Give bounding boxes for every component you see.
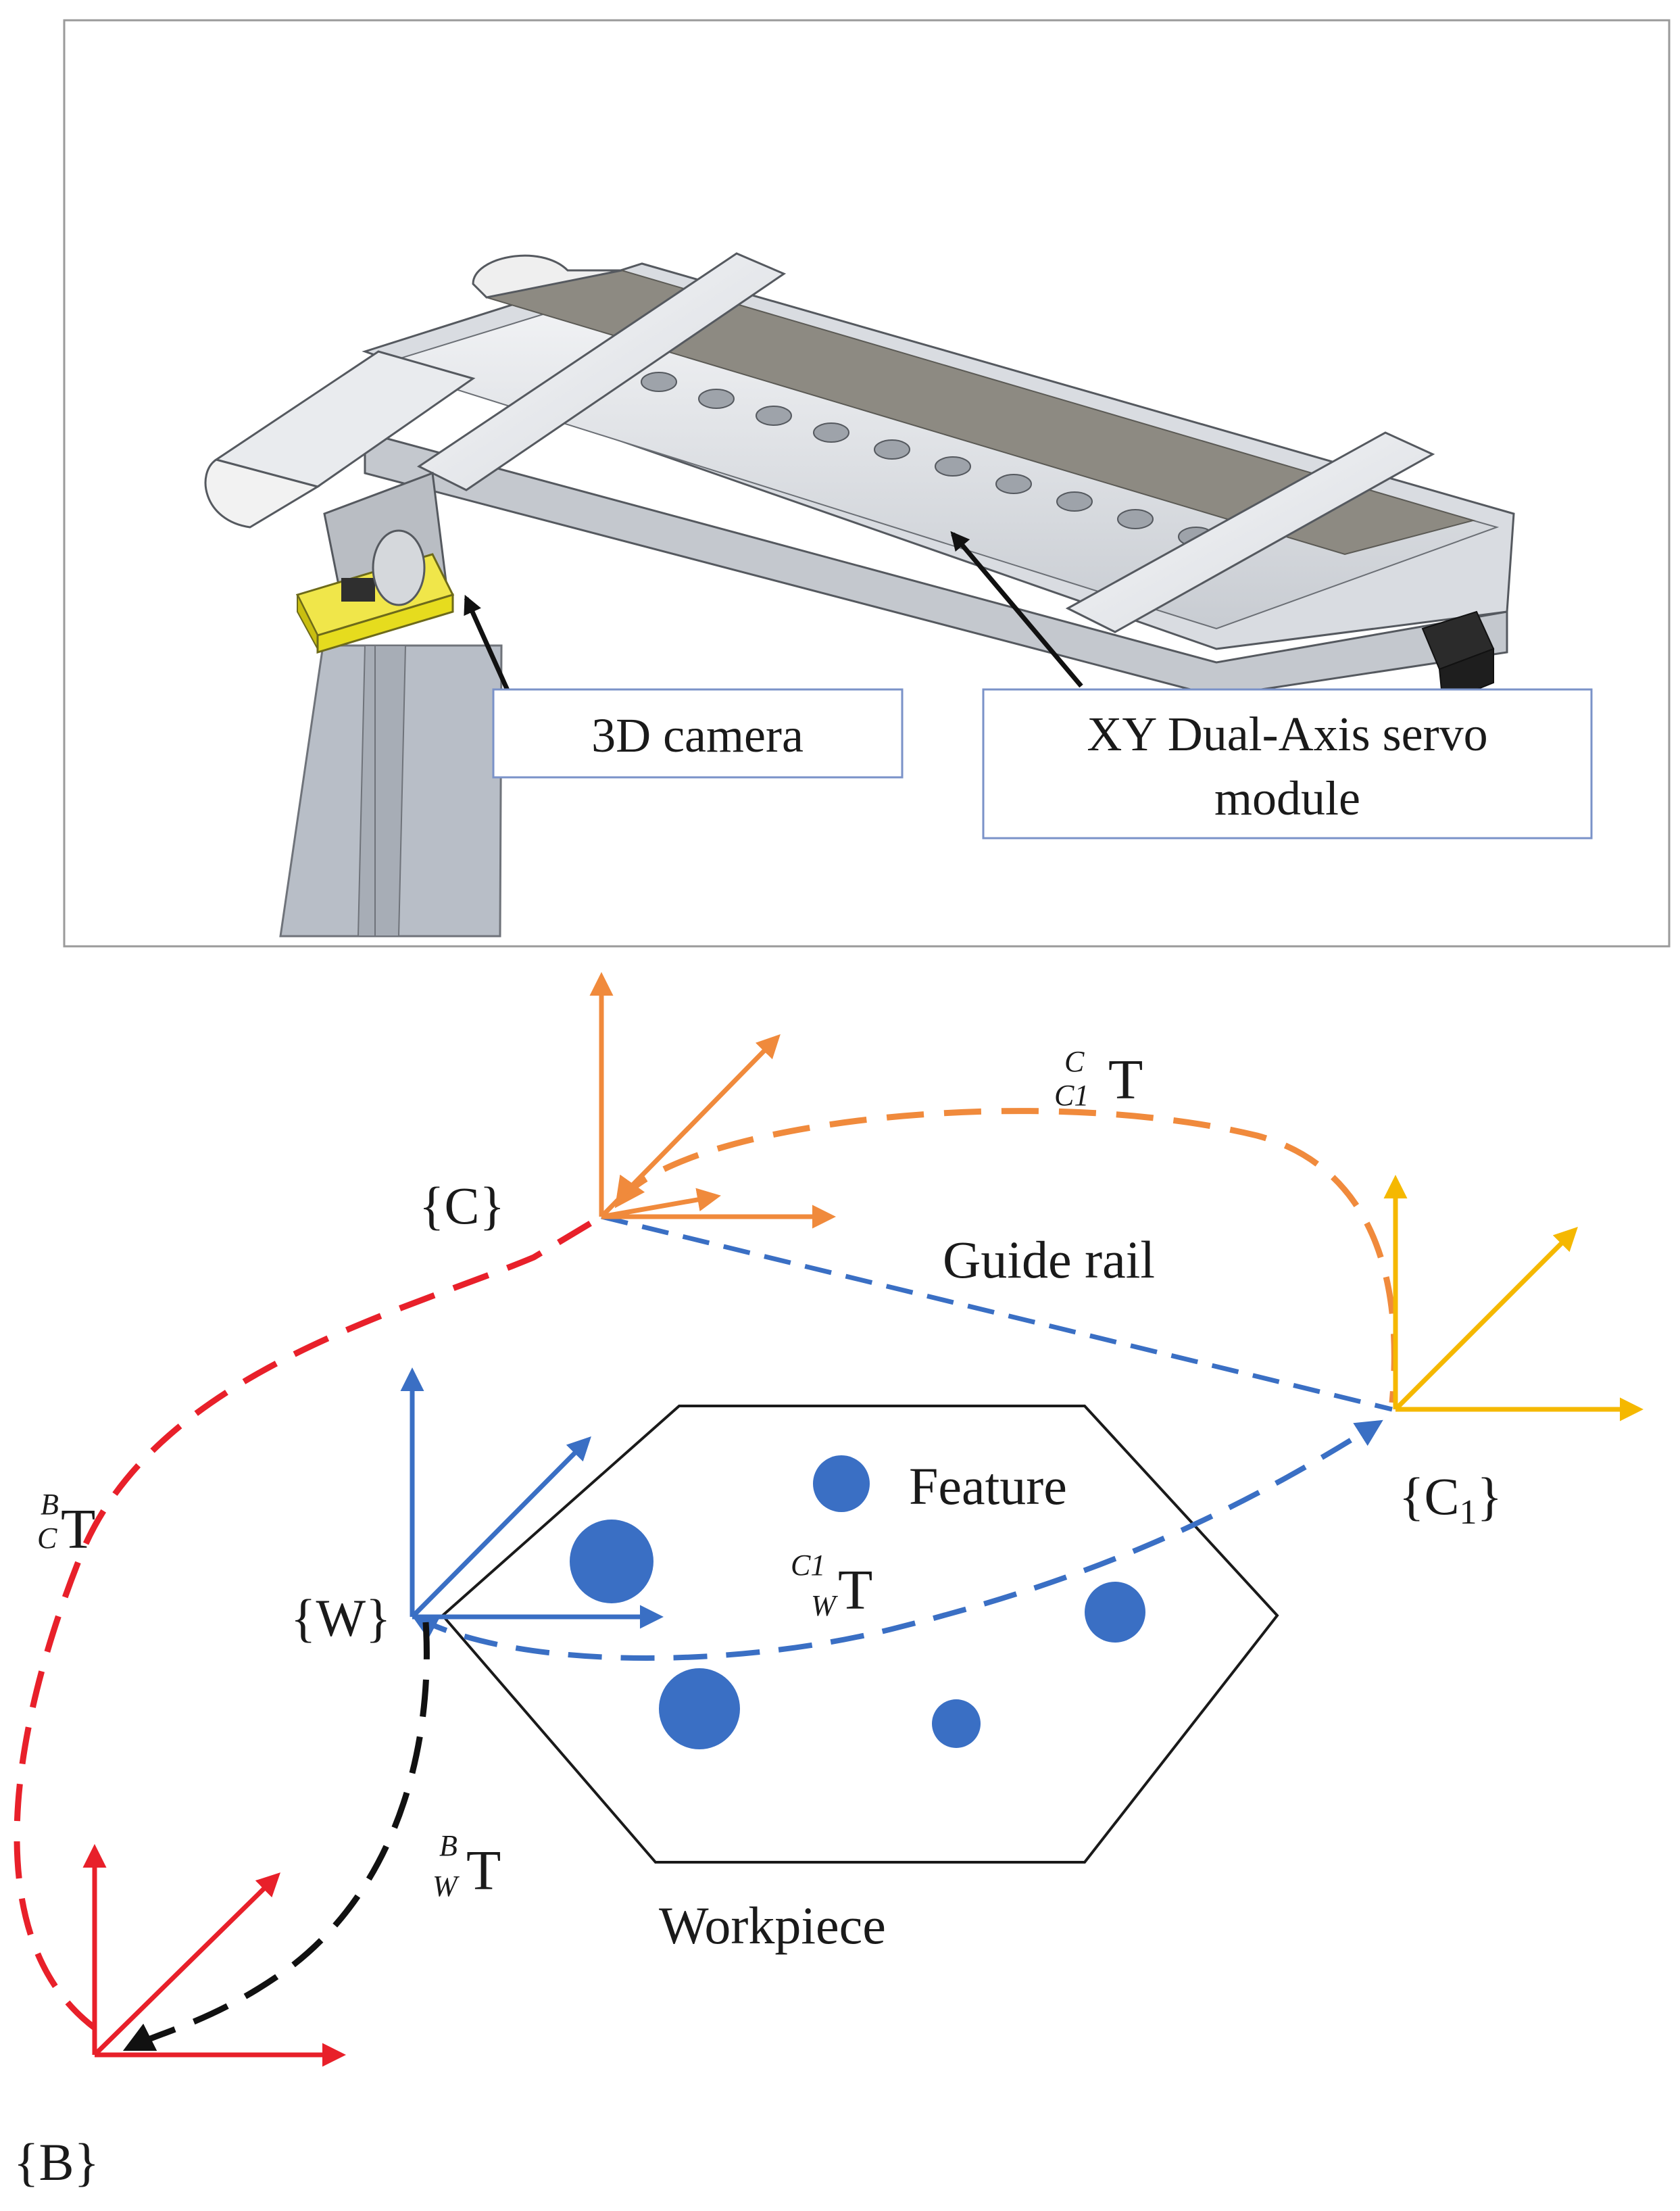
guide-rail-label: Guide rail xyxy=(943,1230,1155,1289)
servo-callout-label-line2: module xyxy=(1214,771,1360,825)
transform-c1-w-label: C1 W T xyxy=(791,1549,872,1622)
transform-c-c1-base: T xyxy=(1108,1048,1143,1111)
transform-b-c-base: T xyxy=(61,1498,95,1561)
frame-w-label: {W} xyxy=(291,1588,391,1647)
camera-callout-label: 3D camera xyxy=(591,708,804,762)
transform-b-w-sup: B xyxy=(439,1829,458,1862)
feature-dot xyxy=(570,1520,653,1603)
frame-diagram: {C} {C1} {W} {B} C C1 T B C T C1 W T B W… xyxy=(14,972,1644,2191)
feature-dot xyxy=(813,1455,870,1512)
servo-callout-arrow xyxy=(950,531,1083,688)
frame-b-label: {B} xyxy=(14,2133,99,2191)
transform-b-w-label: B W T xyxy=(433,1829,501,1903)
frame-c1-label: {C1} xyxy=(1399,1467,1502,1532)
frame-c1-label-close: } xyxy=(1477,1467,1502,1526)
transform-b-w-base: T xyxy=(466,1839,501,1902)
transform-b-w-arc xyxy=(122,1622,430,2051)
transform-b-c-label: B C T xyxy=(37,1488,95,1561)
frame-c-label: {C} xyxy=(419,1176,505,1235)
transform-c1-w-sub: W xyxy=(811,1589,838,1622)
frame-b-axes xyxy=(82,1844,346,2067)
transform-c-c1-arc xyxy=(614,1108,1398,1403)
frame-w-axes xyxy=(400,1367,664,1629)
3d-camera xyxy=(295,529,455,654)
transform-b-c-sup: B xyxy=(41,1488,59,1521)
transform-c1-w-base: T xyxy=(838,1559,872,1622)
feature-dot xyxy=(932,1699,981,1748)
frame-c1-label-open: {C xyxy=(1399,1467,1459,1526)
transform-c-c1-sub: C1 xyxy=(1054,1079,1089,1112)
top-panel: 3D camera XY Dual-Axis servo module xyxy=(63,19,1671,948)
transform-c-c1-label: C C1 T xyxy=(1054,1045,1143,1112)
frame-c-axes xyxy=(589,972,836,1229)
frame-c1-label-sub: 1 xyxy=(1459,1493,1477,1532)
feature-dot xyxy=(1085,1582,1145,1643)
frame-c1-axes xyxy=(1383,1175,1644,1422)
servo-callout-box xyxy=(982,688,1593,840)
transform-c-c1-sup: C xyxy=(1064,1045,1085,1078)
transform-b-c-sub: C xyxy=(37,1522,57,1555)
feature-label: Feature xyxy=(909,1457,1067,1515)
transform-c1-w-sup: C1 xyxy=(791,1549,825,1582)
transform-c1-w-arc xyxy=(410,1419,1383,1661)
guide-rail-line xyxy=(601,1214,1393,1412)
camera-callout-arrow xyxy=(464,594,513,698)
transform-b-w-sub: W xyxy=(433,1870,460,1903)
transform-b-c-arc xyxy=(14,1214,603,2031)
field-of-view xyxy=(279,644,503,938)
xy-dual-axis-servo-module xyxy=(204,252,1515,704)
feature-dot xyxy=(659,1668,740,1749)
servo-callout-label-line1: XY Dual-Axis servo xyxy=(1087,707,1487,761)
workpiece-label: Workpiece xyxy=(659,1896,886,1955)
camera-callout-box xyxy=(492,688,904,779)
